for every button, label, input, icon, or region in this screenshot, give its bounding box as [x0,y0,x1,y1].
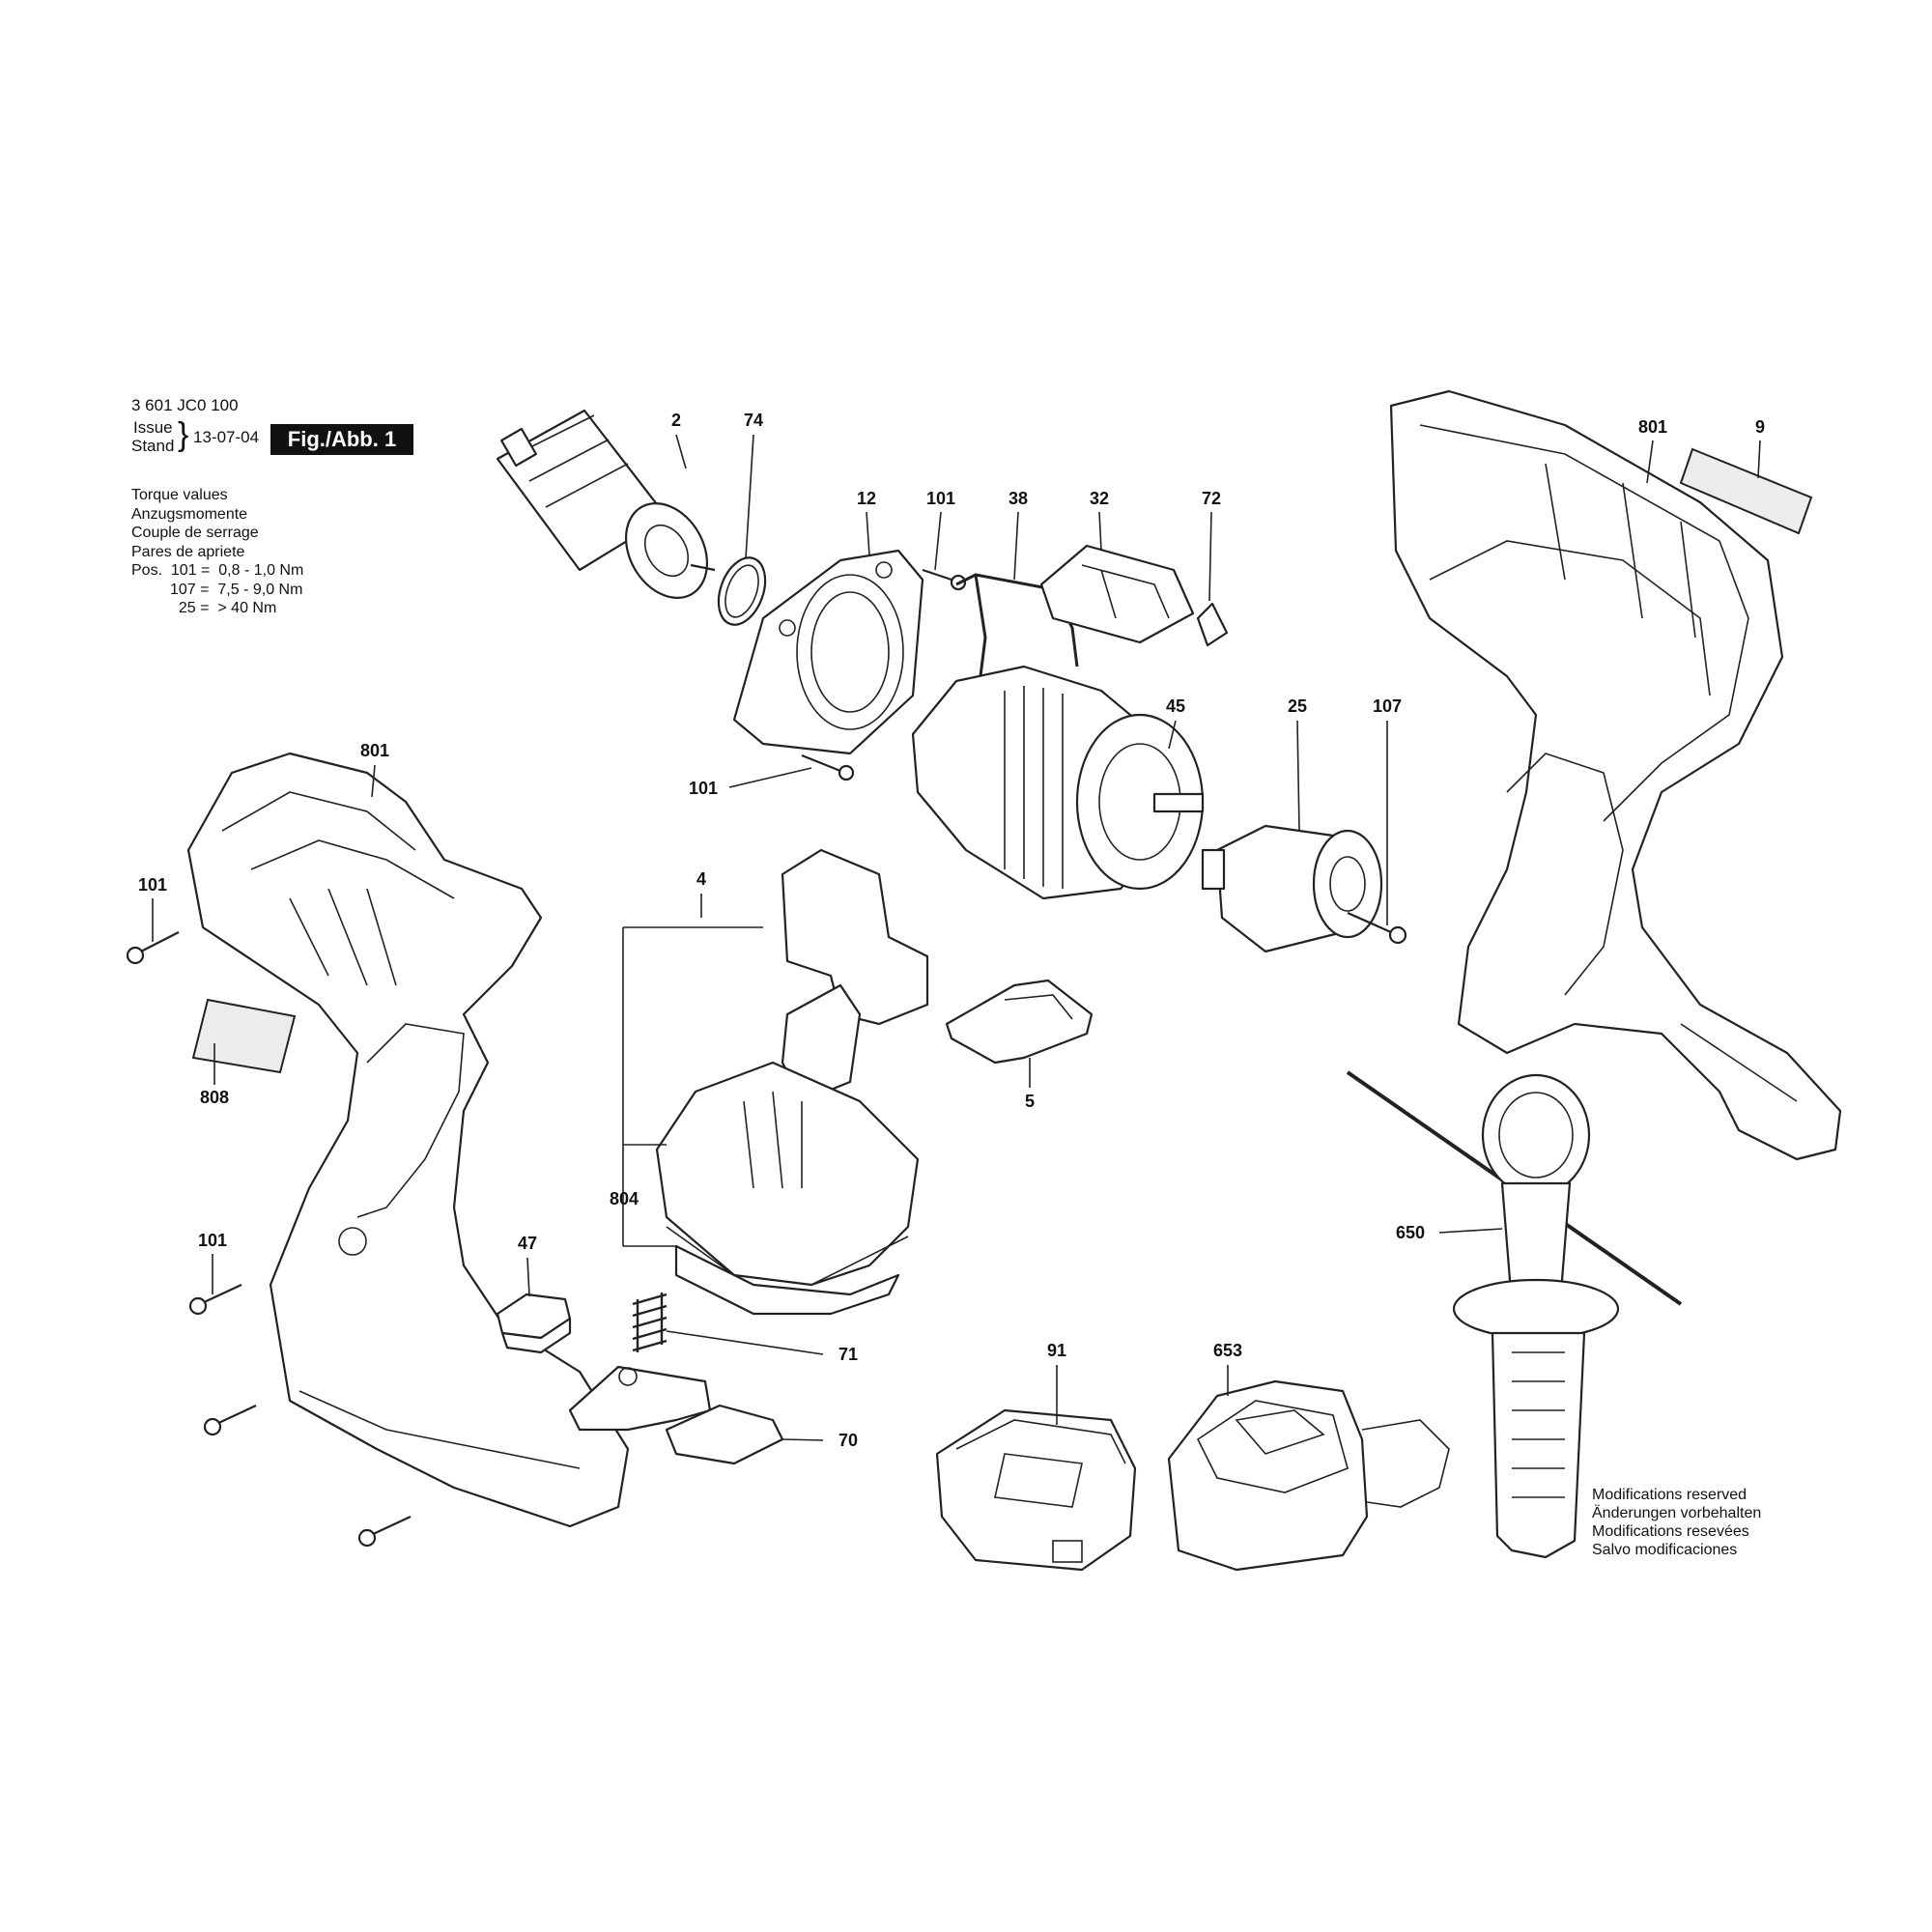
torque-line: Pares de apriete [131,543,245,560]
leader-line [1757,440,1761,479]
callout-chuck: 25 [1288,696,1307,716]
callout-reverse-switch: 5 [1025,1092,1035,1111]
issue-date: 13-07-04 [193,428,260,446]
leader-line [1098,511,1102,552]
callout-o-ring: 74 [744,411,763,430]
callout-screw-flange: 101 [689,779,718,798]
callout-label-plate: 9 [1755,417,1765,437]
screw-part [126,931,180,965]
notice-line: Änderungen vorbehalten [1592,1505,1762,1521]
screw-part [357,1516,412,1548]
callout-housing-left: 801 [360,741,389,760]
callout-gear-flange: 12 [857,489,876,508]
callout-screw-left-lower: 101 [198,1231,227,1250]
battery-part [935,1408,1137,1572]
led-cover-part [496,1293,572,1354]
callout-charger: 653 [1213,1341,1242,1360]
callout-led-cover: 47 [518,1234,537,1253]
stand-label: Stand [131,437,175,455]
leader-line [526,1257,530,1297]
switch-assembly-part [655,848,929,1316]
leader-line [1296,720,1300,832]
notice-line: Modifications resevées [1592,1523,1749,1540]
leader-line [371,764,376,798]
callout-gearbox: 45 [1166,696,1185,716]
callout-battery: 91 [1047,1341,1066,1360]
callout-chuck-screw: 107 [1373,696,1402,716]
callout-screw-left-upper: 101 [138,875,167,895]
callout-spring-wire: 38 [1009,489,1028,508]
torque-line: Torque values [131,487,228,503]
leader-line [1168,720,1177,750]
reverse-switch-part [945,979,1094,1065]
spring-part [632,1293,668,1352]
notice-line: Salvo modificaciones [1592,1542,1738,1558]
callout-electronics-module: 804 [610,1189,639,1208]
chuck-screw-part [1347,911,1407,945]
leader-line [1438,1228,1503,1234]
chuck-part [1201,824,1383,953]
gear-flange-part [732,549,924,755]
torque-line: Pos. 101 = 0,8 - 1,0 Nm [131,562,304,579]
torque-line: Anzugsmomente [131,505,248,523]
screw-part [801,753,855,781]
callout-spring: 71 [838,1345,858,1364]
leader-line [1013,511,1019,581]
callout-battery-latch: 70 [838,1431,858,1450]
callout-slide-switch: 32 [1090,489,1109,508]
leader-line [866,511,870,556]
figure-badge: Fig./Abb. 1 [270,424,413,455]
housing-left-part [186,752,630,1528]
nameplate-part [191,998,297,1074]
leader-line [1646,440,1654,484]
housing-right-part [1389,389,1842,1161]
clip-part [1196,602,1229,647]
callout-motor: 2 [671,411,681,430]
motor-part [496,409,716,599]
brace-icon: } [178,416,189,453]
screw-part [188,1284,242,1316]
gearbox-part [911,665,1205,900]
torque-values: Torque values Anzugsmomente Couple de se… [131,486,303,618]
leader-line [1208,511,1212,602]
callout-screw-top: 101 [926,489,955,508]
o-ring-part [717,556,767,626]
leader-line [728,767,812,788]
torque-line: 107 = 7,5 - 9,0 Nm [131,581,303,598]
callout-switch-assembly: 4 [696,869,706,889]
leader-line [675,434,687,469]
leader-line [934,511,942,571]
part-number: 3 601 JC0 100 [131,396,239,414]
callout-nameplate: 808 [200,1088,229,1107]
callout-aux-handle: 650 [1396,1223,1425,1242]
leader-bracket [622,894,763,1247]
leader-line [781,1438,824,1441]
issue-label: Issue [133,418,173,437]
screw-part [922,568,967,591]
modifications-notice: Modifications reserved Änderungen vorbeh… [1592,1486,1761,1559]
leader-line [666,1330,824,1355]
torque-line: Couple de serrage [131,525,259,541]
slide-switch-part [1039,544,1195,644]
aux-handle-part [1346,1070,1683,1559]
charger-part [1167,1379,1450,1572]
screw-part [203,1405,257,1436]
label-plate-part [1679,447,1813,535]
callout-clip: 72 [1202,489,1221,508]
torque-line: 25 = > 40 Nm [131,600,277,616]
callout-housing-right: 801 [1638,417,1667,437]
notice-line: Modifications reserved [1592,1487,1747,1503]
leader-line [745,434,754,559]
